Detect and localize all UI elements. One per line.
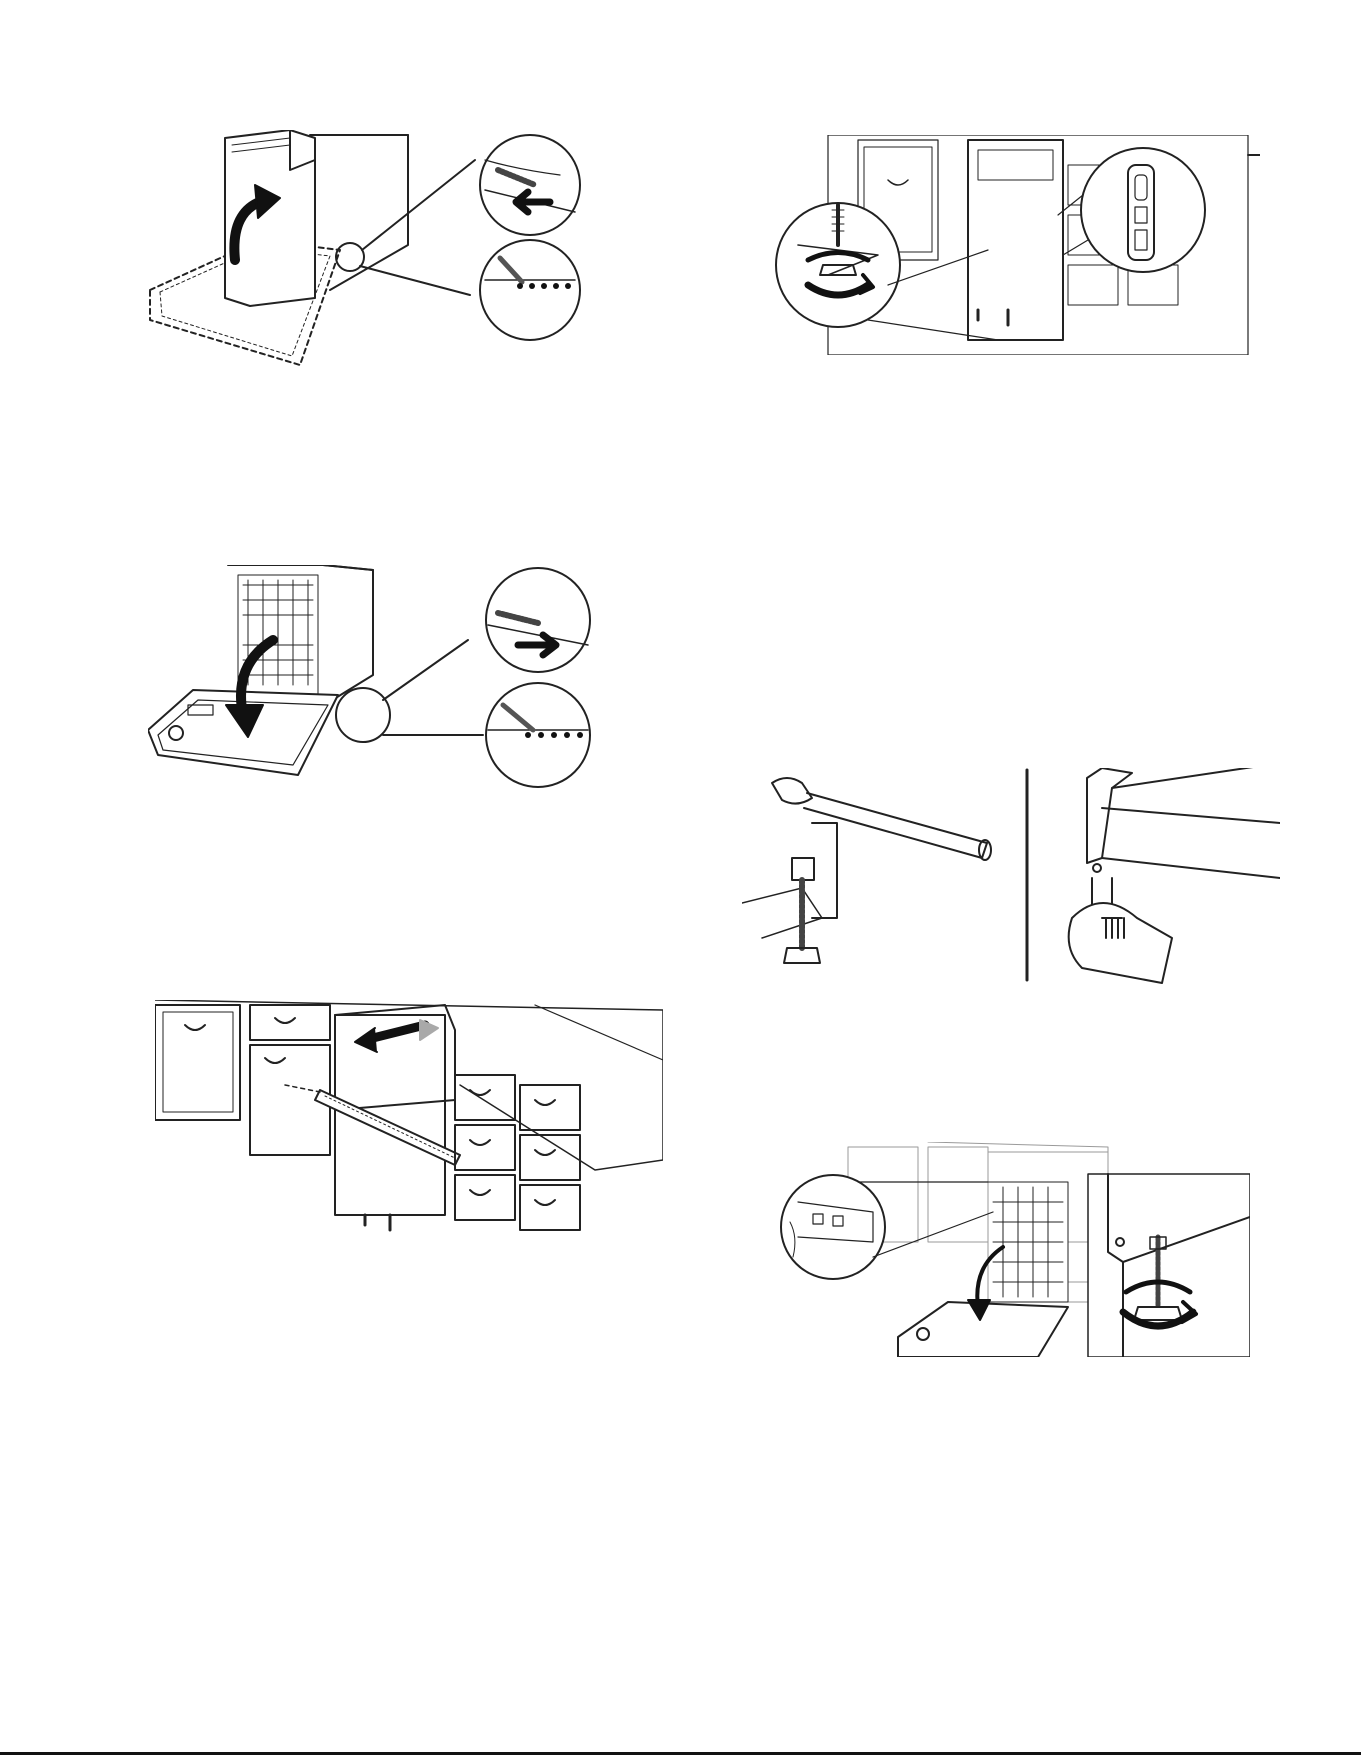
page-bottom-rule: [0, 1752, 1361, 1755]
fig-level-door-feet: [768, 135, 1260, 355]
fig-wrench-leveling: [742, 768, 1280, 986]
fig-rear-leveling: [778, 1142, 1250, 1357]
fig-door-close-spring: [140, 130, 630, 370]
fig-measure-gap: [155, 1000, 663, 1270]
fig-door-open-spring: [148, 565, 628, 805]
